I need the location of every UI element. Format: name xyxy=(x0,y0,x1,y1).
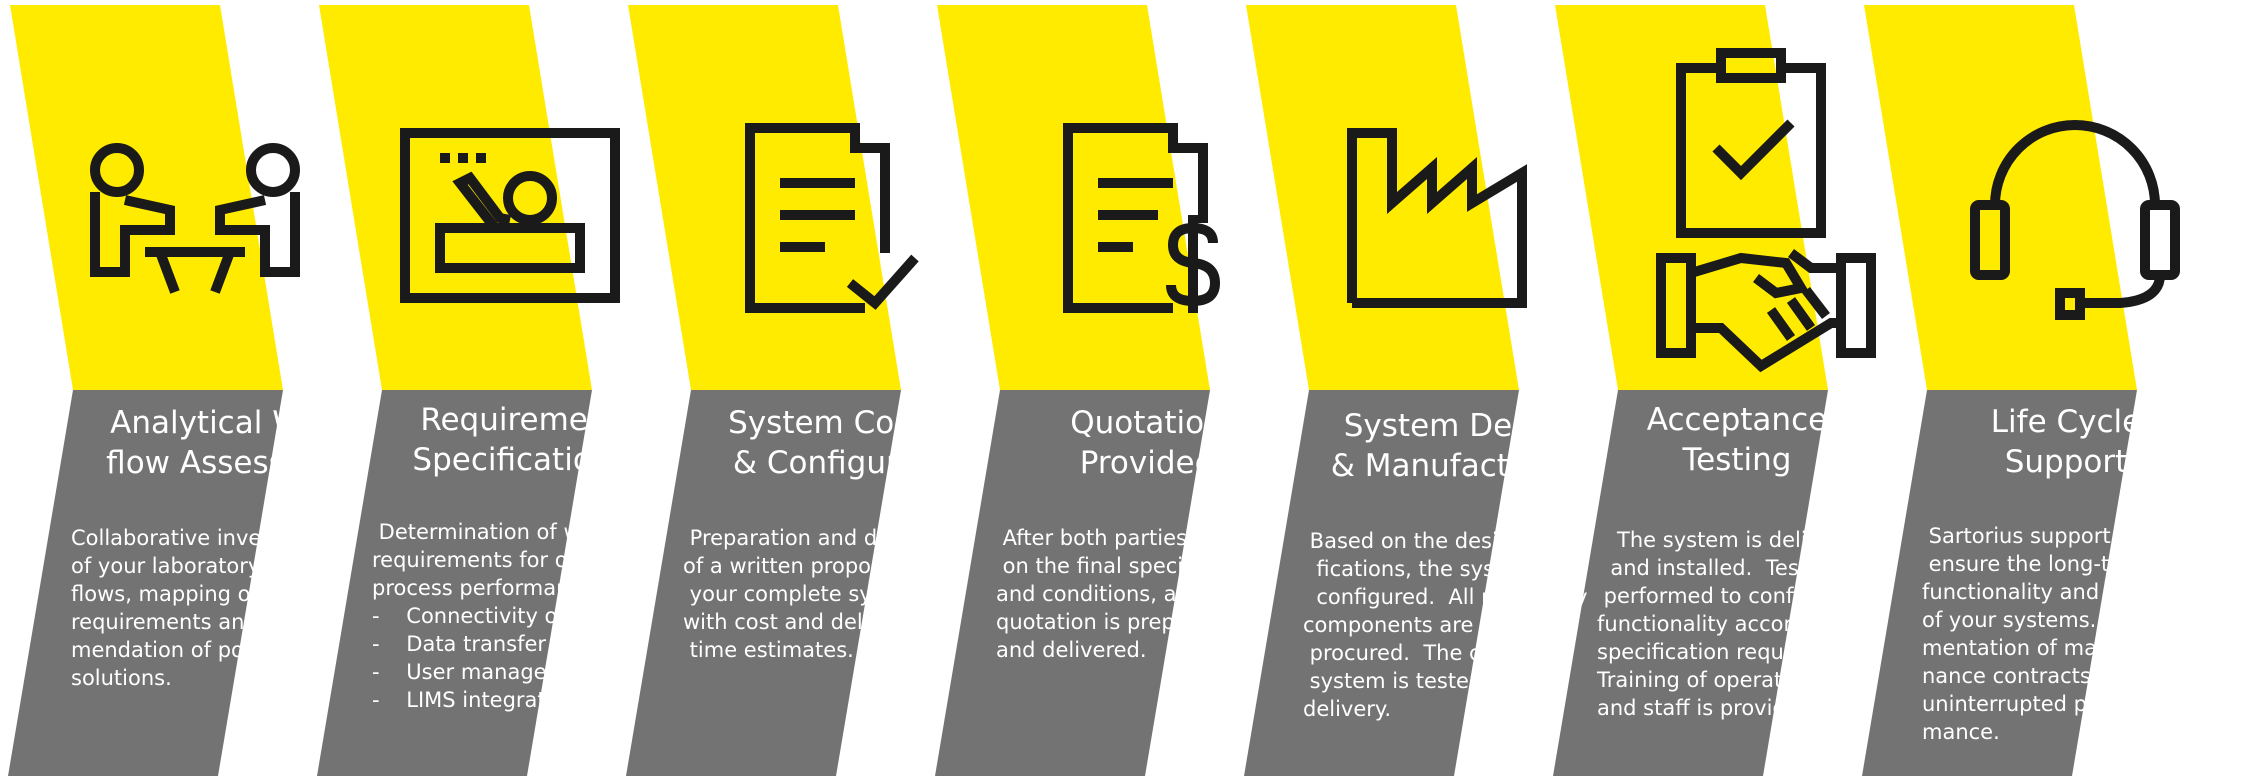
chevron-bottom-7 xyxy=(1862,390,2137,776)
chevron-bottom-5 xyxy=(1244,390,1519,776)
chevron-top-6 xyxy=(1555,5,1828,390)
step-description: Based on the design speci- fications, th… xyxy=(1303,529,1594,721)
headset-icon xyxy=(1970,120,2180,324)
step-title: Analytical Work- flow Assessment xyxy=(106,405,366,481)
step-description: After both parties agree on the final sp… xyxy=(996,526,1272,662)
step-description: Collaborative investigation of your labo… xyxy=(71,526,353,690)
step-title: Requirement Specifications xyxy=(412,402,628,478)
chevron-bottom-2 xyxy=(317,390,592,776)
chevron-bottom-4 xyxy=(935,390,1210,776)
presentation-icon xyxy=(400,128,620,307)
step-title: Acceptance Testing xyxy=(1646,402,1828,478)
step-title: System Concept & Configuration xyxy=(728,405,982,481)
meeting-icon xyxy=(85,140,305,304)
step-title: Life Cycle Support xyxy=(1990,404,2142,480)
document-check-icon xyxy=(745,123,920,322)
chevron-top-1 xyxy=(10,5,283,390)
chevron-bottom-3 xyxy=(626,390,901,776)
step-description: Preparation and delivery of a written pr… xyxy=(683,526,949,662)
chevron-top-4 xyxy=(937,5,1210,390)
chevron-top-3 xyxy=(628,5,901,390)
step-description: Determination of workflow requirements f… xyxy=(372,520,658,712)
chevron-top-5 xyxy=(1246,5,1519,390)
chevron-bottom-6 xyxy=(1553,390,1828,776)
step-title: Quotation Provided xyxy=(1070,405,1224,481)
factory-icon xyxy=(1347,128,1527,312)
document-dollar-icon xyxy=(1063,123,1223,322)
chevron-bottom-1 xyxy=(8,390,283,776)
step-description: The system is delivered and installed. T… xyxy=(1597,528,1877,720)
clipboard-handshake-icon xyxy=(1656,48,1876,377)
step-description: Sartorius support staff ensure the long-… xyxy=(1922,524,2203,744)
step-title: System Design & Manufacturing xyxy=(1330,408,1590,484)
